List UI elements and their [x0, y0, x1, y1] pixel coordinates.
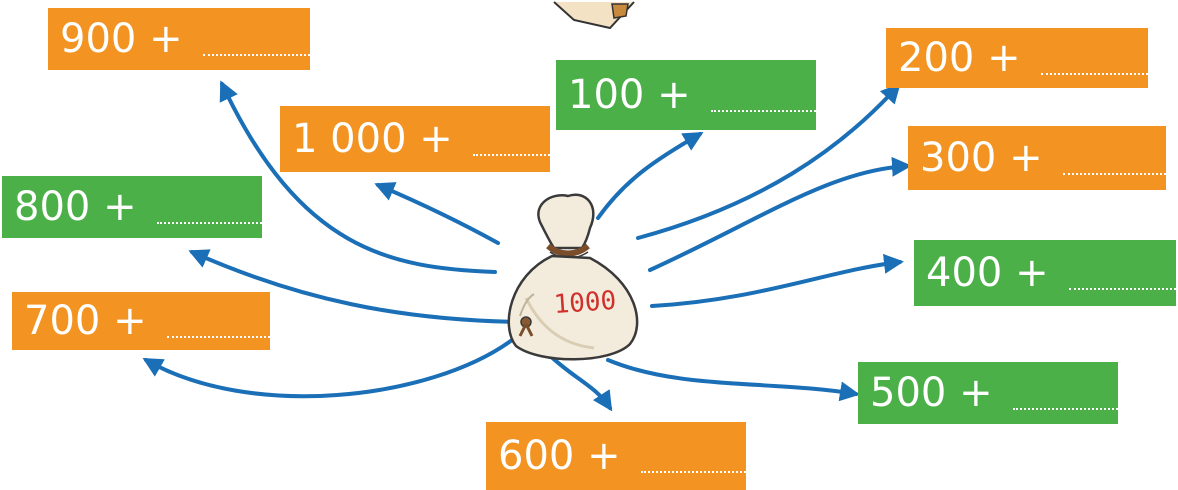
box-label: 500 +: [870, 373, 993, 413]
box-label: 1 000 +: [292, 119, 453, 159]
box-label: 200 +: [898, 38, 1021, 78]
box-1000: 1 000 +: [280, 106, 550, 172]
box-200: 200 +: [886, 28, 1148, 88]
answer-blank[interactable]: [473, 152, 550, 156]
answer-blank[interactable]: [1063, 171, 1166, 175]
box-label: 800 +: [14, 187, 137, 227]
box-label: 900 +: [60, 19, 183, 59]
arrow-to-400: [652, 262, 900, 306]
box-400: 400 +: [914, 240, 1176, 306]
answer-blank[interactable]: [1069, 286, 1176, 290]
sketch-icon: [550, 0, 640, 32]
box-100: 100 +: [556, 60, 816, 130]
box-900: 900 +: [48, 8, 310, 70]
box-label: 300 +: [920, 138, 1043, 178]
answer-blank[interactable]: [203, 52, 310, 56]
arrow-to-1000: [378, 185, 498, 243]
answer-blank[interactable]: [711, 108, 816, 112]
box-label: 400 +: [926, 253, 1049, 293]
box-label: 700 +: [24, 301, 147, 341]
box-label: 600 +: [498, 436, 621, 476]
box-500: 500 +: [858, 362, 1118, 424]
money-bag-icon: [490, 186, 650, 366]
answer-blank[interactable]: [167, 334, 270, 338]
box-label: 100 +: [568, 75, 691, 115]
answer-blank[interactable]: [157, 220, 262, 224]
answer-blank[interactable]: [641, 469, 746, 473]
box-300: 300 +: [908, 126, 1166, 190]
answer-blank[interactable]: [1041, 71, 1148, 75]
box-800: 800 +: [2, 176, 262, 238]
box-700: 700 +: [12, 292, 270, 350]
answer-blank[interactable]: [1013, 406, 1118, 410]
box-600: 600 +: [486, 422, 746, 490]
